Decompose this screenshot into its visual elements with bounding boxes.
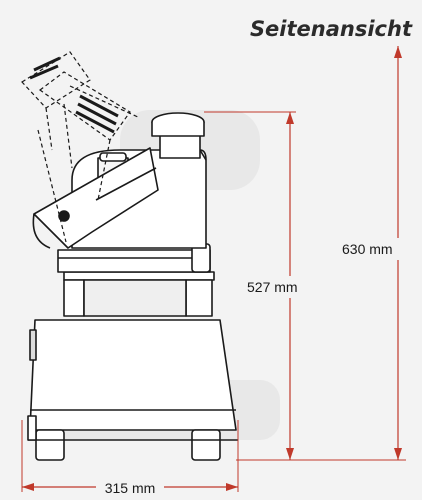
tilt-arm xyxy=(33,147,159,249)
height-tilted-label: 630 mm xyxy=(342,241,393,257)
bowl-column-right xyxy=(185,279,213,317)
bowl-lower-rim xyxy=(63,271,215,281)
width-label: 315 mm xyxy=(105,480,156,496)
hinge-pivot xyxy=(58,210,70,222)
base-foot-left xyxy=(35,429,65,461)
view-title: Seitenansicht xyxy=(250,17,413,41)
height-label: 527 mm xyxy=(247,279,298,295)
bowl-column-left xyxy=(63,279,85,317)
tilted-lid-ghost xyxy=(21,51,141,243)
machine-drawing xyxy=(27,112,238,461)
base-foot-right xyxy=(191,429,221,461)
tilted-lid-ribs xyxy=(29,56,119,134)
motor-base xyxy=(29,319,237,431)
feed-tube xyxy=(159,133,201,159)
bowl-upper-band xyxy=(57,249,211,273)
